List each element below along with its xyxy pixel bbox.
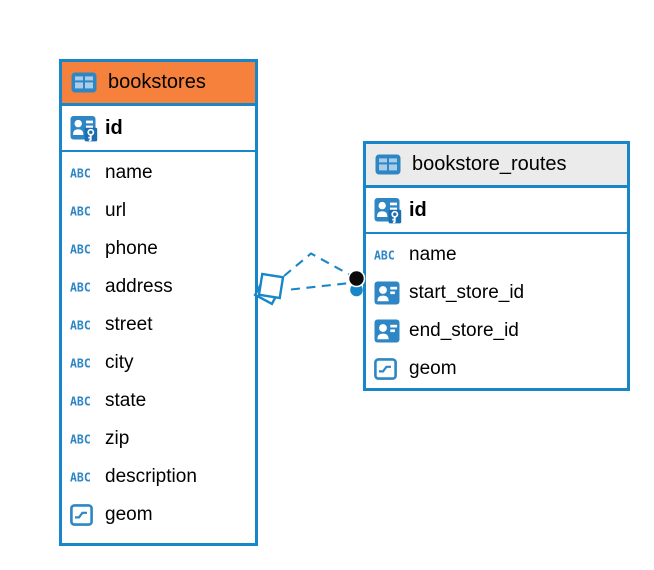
column-row-zip[interactable]: ABC zip [62, 420, 255, 458]
column-name: name [105, 162, 153, 183]
column-row-phone[interactable]: ABC phone [62, 230, 255, 268]
many-side-diamond-marker [253, 272, 285, 306]
table-title: bookstore_routes [412, 153, 567, 175]
column-row-description[interactable]: ABC description [62, 458, 255, 496]
text-icon: ABC [70, 317, 91, 333]
column-name: phone [105, 238, 158, 259]
geometry-icon [374, 358, 402, 380]
column-name: id [409, 199, 427, 221]
text-icon: ABC [70, 203, 91, 219]
column-name: address [105, 276, 173, 297]
primary-key-icon [70, 115, 98, 142]
end-dot-blue [350, 283, 363, 297]
column-row-start_store_id[interactable]: start_store_id [366, 274, 627, 312]
geometry-icon [70, 504, 98, 526]
text-icon: ABC [70, 165, 91, 181]
column-name: end_store_id [409, 320, 519, 341]
column-name: city [105, 352, 134, 373]
relationship-line-upper[interactable] [283, 252, 353, 277]
foreign-key-icon [374, 281, 402, 305]
relationship-lines[interactable] [283, 252, 353, 291]
text-icon: ABC [70, 393, 91, 409]
table-icon [71, 72, 99, 93]
column-row-state[interactable]: ABC state [62, 382, 255, 420]
column-name: zip [105, 428, 130, 449]
text-icon: ABC [70, 469, 91, 485]
text-icon: ABC [70, 431, 91, 447]
column-row-street[interactable]: ABC street [62, 306, 255, 344]
column-name: id [105, 117, 123, 139]
column-name: geom [105, 504, 153, 525]
table-icon [375, 154, 403, 175]
column-name: url [105, 200, 127, 221]
column-name: name [409, 244, 457, 265]
column-name: geom [409, 358, 457, 379]
column-name: state [105, 390, 147, 411]
column-row-address[interactable]: ABC address [62, 268, 255, 306]
text-icon: ABC [70, 279, 91, 295]
column-row-id[interactable]: id [62, 107, 255, 152]
column-row-url[interactable]: ABC url [62, 192, 255, 230]
relationship-line-lower[interactable] [290, 281, 351, 291]
text-icon: ABC [70, 355, 91, 371]
table-header-bookstores[interactable]: bookstores [62, 62, 255, 106]
primary-key-icon [374, 197, 402, 224]
column-row-end_store_id[interactable]: end_store_id [366, 312, 627, 350]
column-row-name[interactable]: ABC name [366, 236, 627, 274]
column-name: start_store_id [409, 282, 525, 303]
column-row-geom[interactable]: geom [366, 350, 627, 388]
column-name: street [105, 314, 153, 335]
column-row-name[interactable]: ABC name [62, 154, 255, 192]
table-title: bookstores [108, 71, 206, 93]
column-row-id[interactable]: id [366, 189, 627, 234]
text-icon: ABC [374, 247, 395, 263]
table-header-bookstore-routes[interactable]: bookstore_routes [366, 144, 627, 188]
text-icon: ABC [70, 241, 91, 257]
column-row-geom[interactable]: geom [62, 496, 255, 534]
column-name: description [105, 466, 197, 487]
column-row-city[interactable]: ABC city [62, 344, 255, 382]
foreign-key-icon [374, 319, 402, 343]
